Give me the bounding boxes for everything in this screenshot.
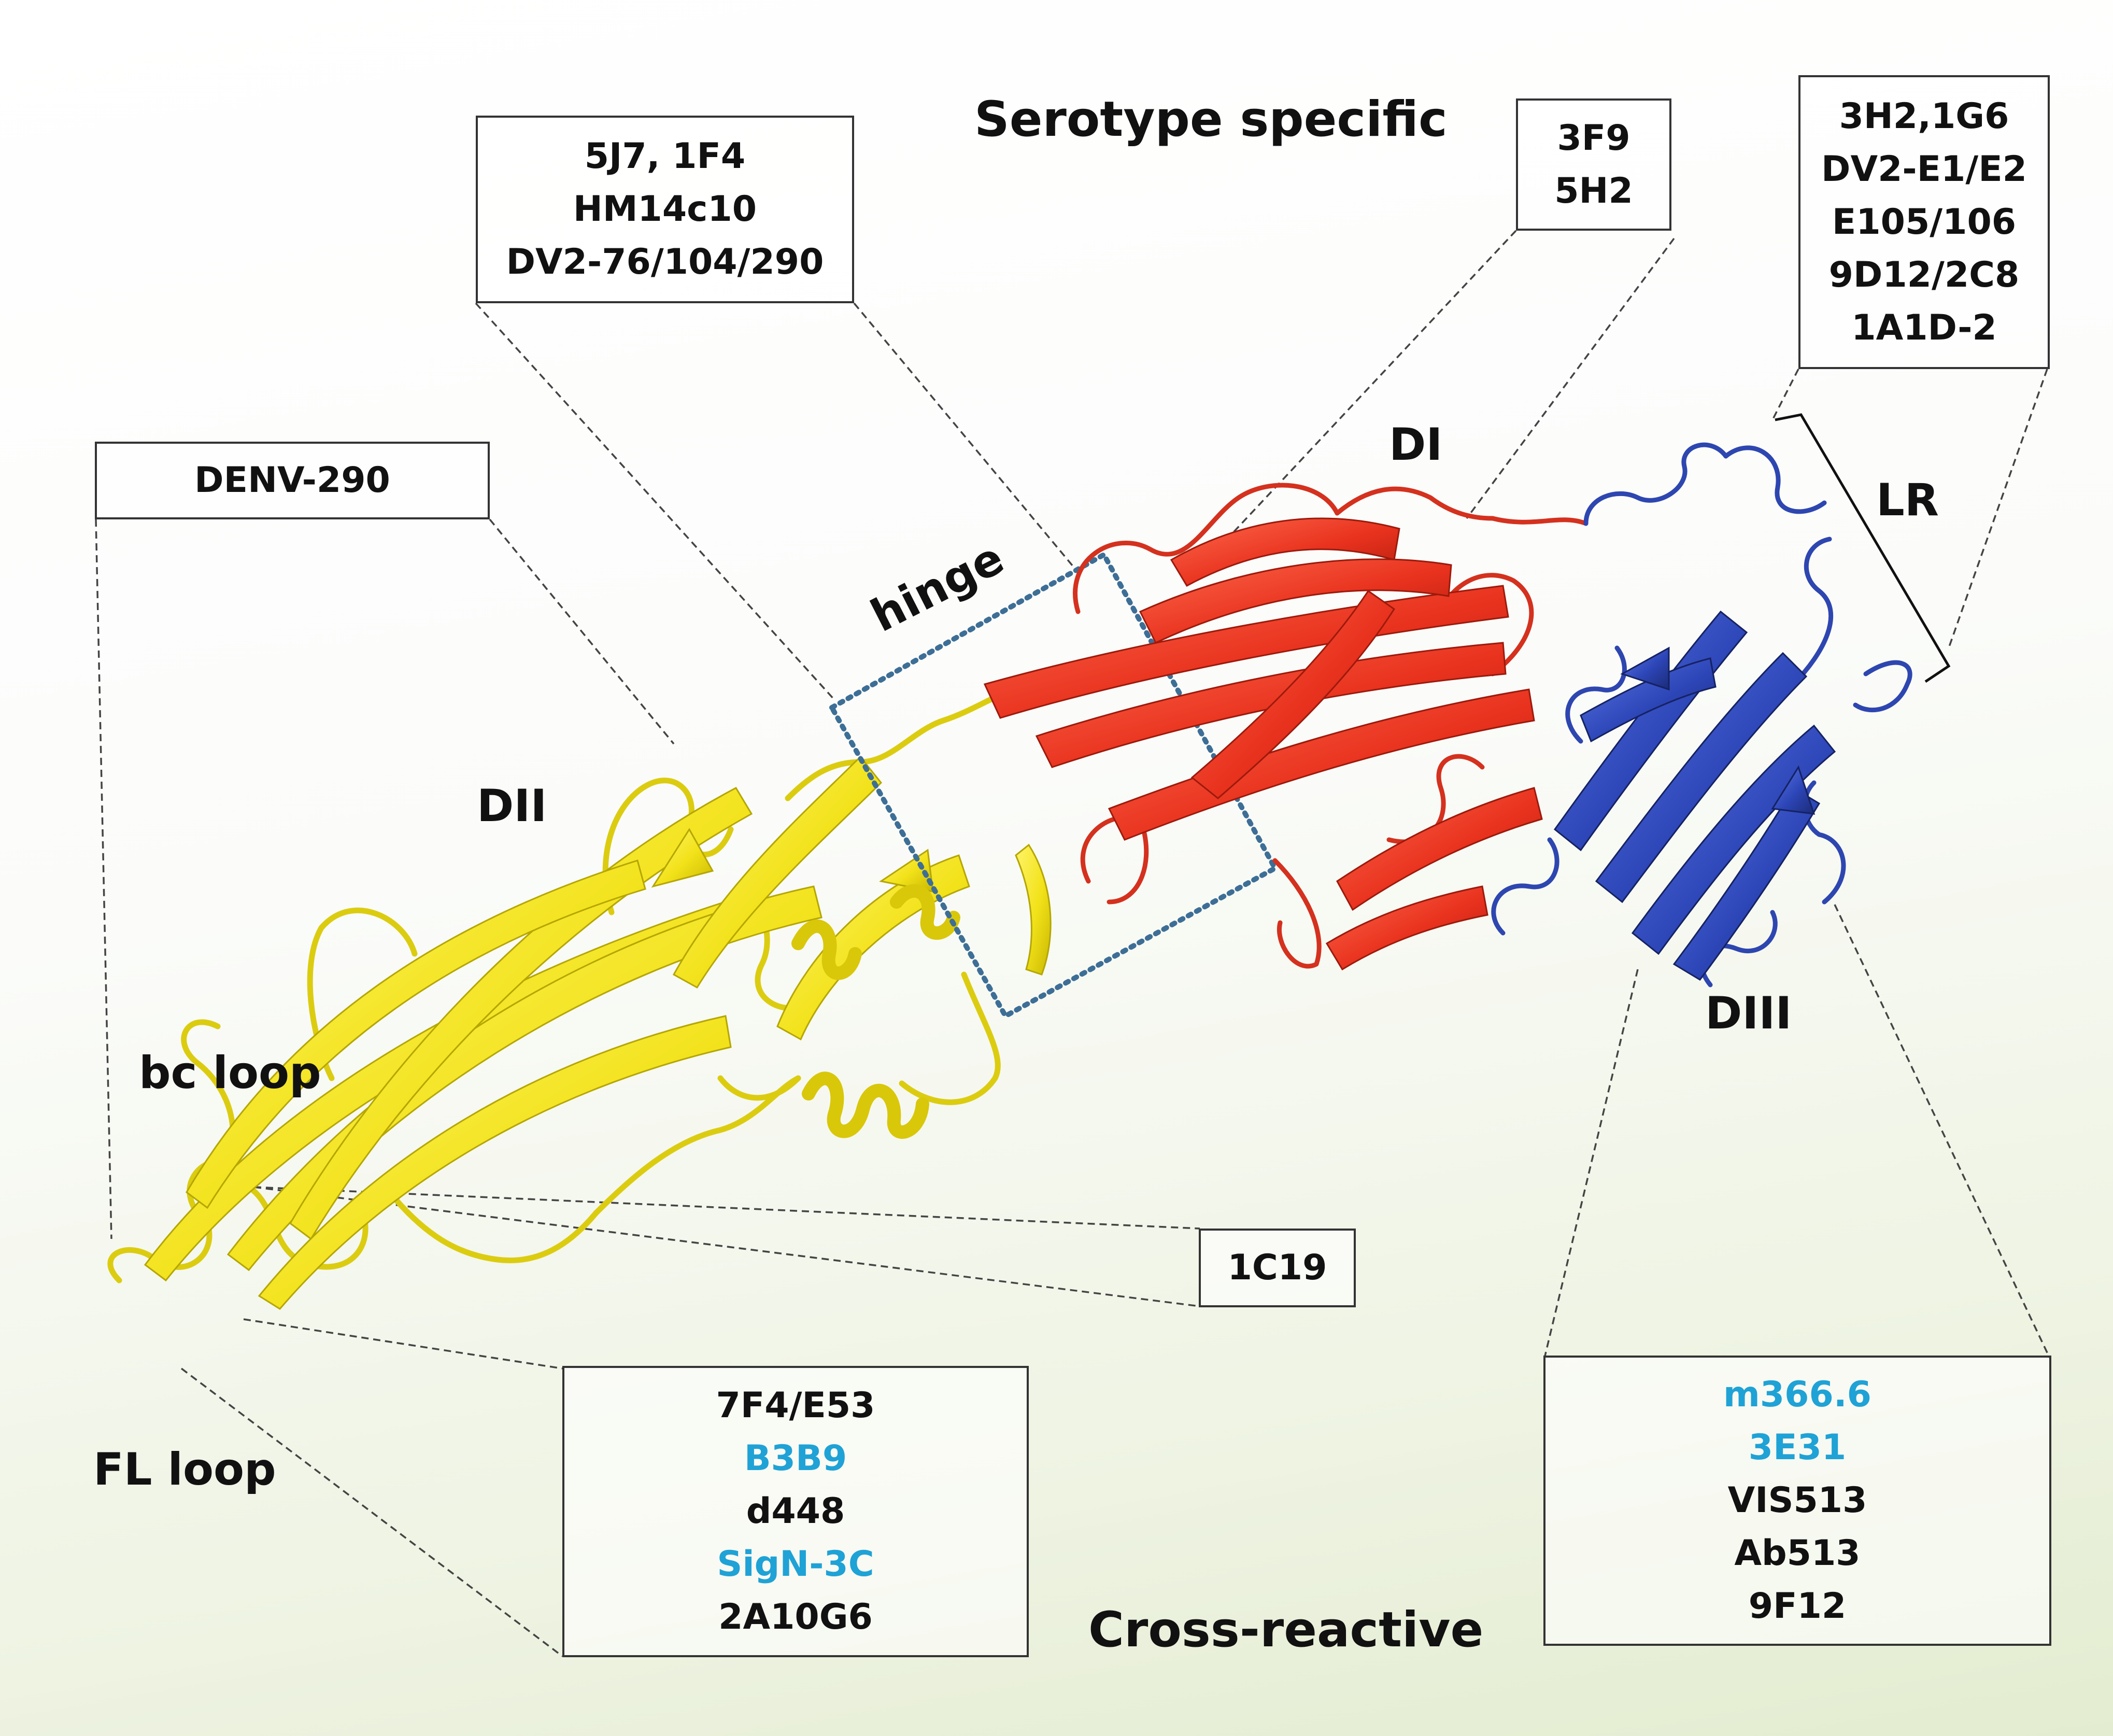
- bc-loop-antibody-box: 1C19: [1199, 1229, 1356, 1307]
- antibody-label: HM14c10: [573, 189, 757, 230]
- antibody-label: DV2-E1/E2: [1821, 148, 2027, 190]
- hinge-box: [828, 551, 1279, 1020]
- fl-loop-antibody-box: 7F4/E53 B3B9 d448 SigN-3C 2A10G6: [562, 1366, 1029, 1657]
- domain-i-structure: [983, 483, 1589, 971]
- serotype-specific-heading: Serotype specific: [974, 91, 1448, 148]
- lr-bracket: [1775, 413, 1951, 683]
- antibody-label: 5J7, 1F4: [584, 136, 746, 177]
- di-antibody-box: 3F9 5H2: [1516, 98, 1671, 231]
- antibody-label: DV2-76/104/290: [506, 242, 824, 283]
- antibody-label-highlighted: B3B9: [744, 1438, 847, 1479]
- antibody-label: 2A10G6: [718, 1597, 873, 1638]
- diii-antibody-box: m366.6 3E31 VIS513 Ab513 9F12: [1543, 1356, 2051, 1646]
- lr-antibody-box: 3H2,1G6 DV2-E1/E2 E105/106 9D12/2C8 1A1D…: [1798, 75, 2050, 369]
- dii-antibody-box: DENV-290: [95, 442, 490, 519]
- antibody-label-highlighted: m366.6: [1723, 1374, 1871, 1415]
- domain-ii-structure: [107, 686, 1052, 1310]
- fl-loop-label: FL loop: [93, 1444, 276, 1495]
- antibody-label: 5H2: [1554, 170, 1633, 211]
- antibody-label-highlighted: SigN-3C: [717, 1544, 874, 1585]
- connector-lines: [95, 230, 2051, 1657]
- domain-i-label: DI: [1389, 419, 1443, 471]
- antibody-label: 3F9: [1557, 117, 1630, 159]
- antibody-label: 1C19: [1227, 1247, 1327, 1288]
- antibody-label: DENV-290: [194, 460, 390, 501]
- antibody-label: d448: [746, 1491, 845, 1532]
- antibody-label-highlighted: 3E31: [1748, 1427, 1847, 1468]
- antibody-label: 3H2,1G6: [1839, 95, 2009, 137]
- domain-ii-label: DII: [477, 780, 547, 832]
- domain-iii-label: DIII: [1705, 987, 1792, 1039]
- antibody-label: 1A1D-2: [1851, 307, 1997, 348]
- antibody-label: E105/106: [1832, 201, 2017, 243]
- antibody-label: VIS513: [1727, 1480, 1867, 1521]
- antibody-label: 7F4/E53: [716, 1385, 875, 1426]
- cross-reactive-heading: Cross-reactive: [1088, 1602, 1484, 1658]
- lr-label: LR: [1876, 474, 1939, 526]
- antibody-label: 9F12: [1748, 1586, 1847, 1627]
- domain-iii-structure: [1491, 442, 1912, 987]
- hinge-antibody-box: 5J7, 1F4 HM14c10 DV2-76/104/290: [476, 116, 854, 303]
- antibody-label: Ab513: [1734, 1533, 1861, 1574]
- bc-loop-label: bc loop: [139, 1047, 321, 1099]
- antibody-label: 9D12/2C8: [1828, 254, 2020, 295]
